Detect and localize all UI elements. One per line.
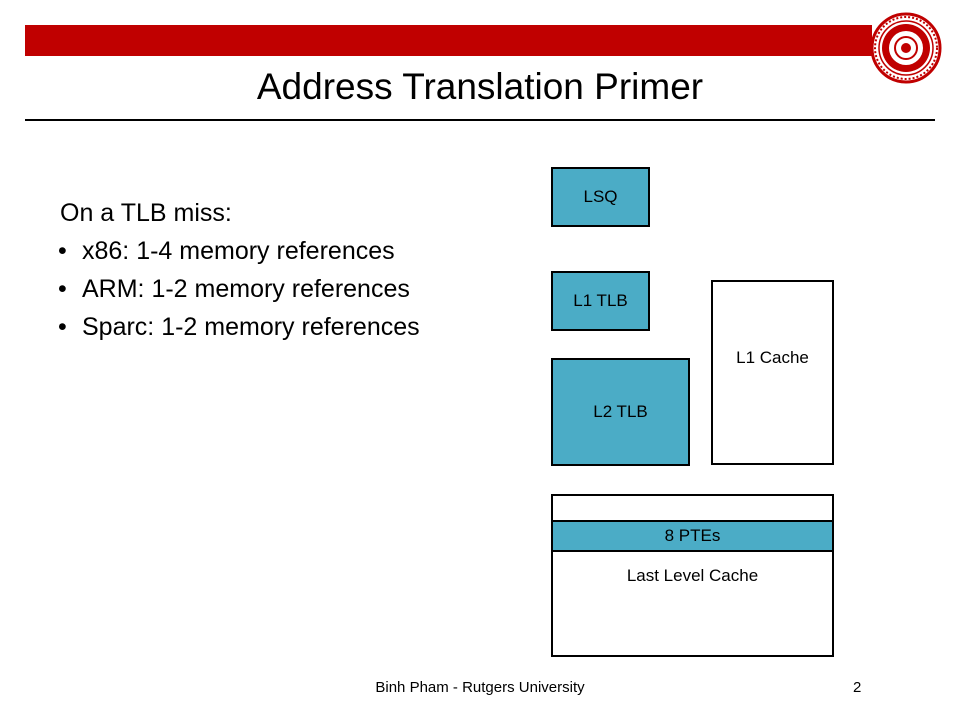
page-number: 2 [853, 679, 862, 696]
list-item: • ARM: 1-2 memory references [58, 270, 420, 308]
bullet-text: Sparc: 1-2 memory references [82, 313, 420, 341]
university-seal-logo [870, 12, 942, 84]
slide-title: Address Translation Primer [256, 66, 704, 107]
slide-body: On a TLB miss: • x86: 1-4 memory referenc… [58, 194, 420, 346]
ptes-box: 8 PTEs [551, 520, 834, 552]
bullet-text: x86: 1-4 memory references [82, 237, 395, 265]
list-item: • Sparc: 1-2 memory references [58, 308, 420, 346]
last-level-cache-label: Last Level Cache [626, 566, 759, 585]
bullet-text: ARM: 1-2 memory references [82, 275, 410, 303]
body-heading: On a TLB miss: [60, 199, 232, 227]
l1-cache-label: L1 Cache [736, 348, 809, 367]
l2-tlb-box: L2 TLB [551, 358, 690, 466]
title-divider [25, 119, 935, 121]
bullet-icon: • [58, 275, 67, 303]
header-red-bar [25, 25, 872, 56]
l1-tlb-box: L1 TLB [551, 271, 650, 331]
l2-tlb-label: L2 TLB [593, 402, 648, 421]
ptes-label: 8 PTEs [664, 526, 721, 545]
l1-tlb-label: L1 TLB [573, 291, 628, 310]
l1-cache-box: L1 Cache [711, 280, 834, 465]
lsq-label: LSQ [583, 187, 618, 206]
bullet-icon: • [58, 237, 67, 265]
lsq-box: LSQ [551, 167, 650, 227]
list-item: • x86: 1-4 memory references [58, 232, 420, 270]
footer-text: Binh Pham - Rutgers University [375, 679, 585, 696]
bullet-icon: • [58, 313, 67, 341]
bullet-list: • x86: 1-4 memory references • ARM: 1-2 me… [58, 232, 420, 346]
